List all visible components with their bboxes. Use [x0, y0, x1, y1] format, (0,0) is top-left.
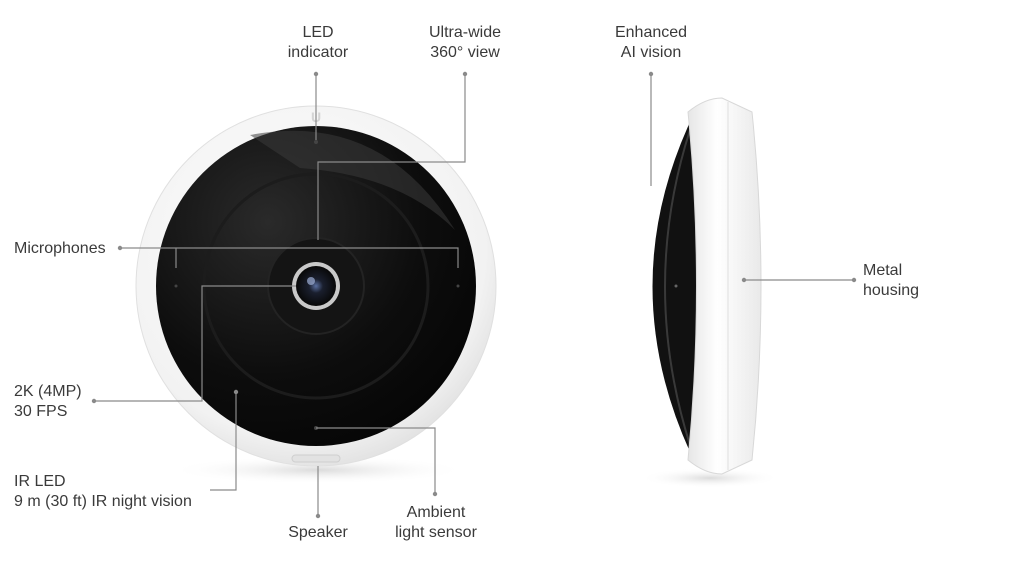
- ambient-light-label: Ambient light sensor: [395, 504, 477, 541]
- resolution-label: 2K (4MP) 30 FPS: [14, 383, 82, 420]
- callout-lines: [94, 74, 854, 516]
- ir-led-label: IR LED 9 m (30 ft) IR night vision: [14, 473, 192, 510]
- front-camera: U: [135, 105, 497, 484]
- callout-dots: [91, 71, 857, 519]
- microphones-label: Microphones: [14, 240, 106, 257]
- speaker-label: Speaker: [288, 524, 348, 541]
- side-camera: [640, 97, 780, 488]
- ultra-wide-label: Ultra-wide 360° view: [428, 24, 501, 61]
- enhanced-ai-label: Enhanced AI vision: [614, 24, 688, 61]
- led-indicator-label: LED indicator: [287, 24, 349, 61]
- metal-housing-label: Metal housing: [863, 262, 920, 299]
